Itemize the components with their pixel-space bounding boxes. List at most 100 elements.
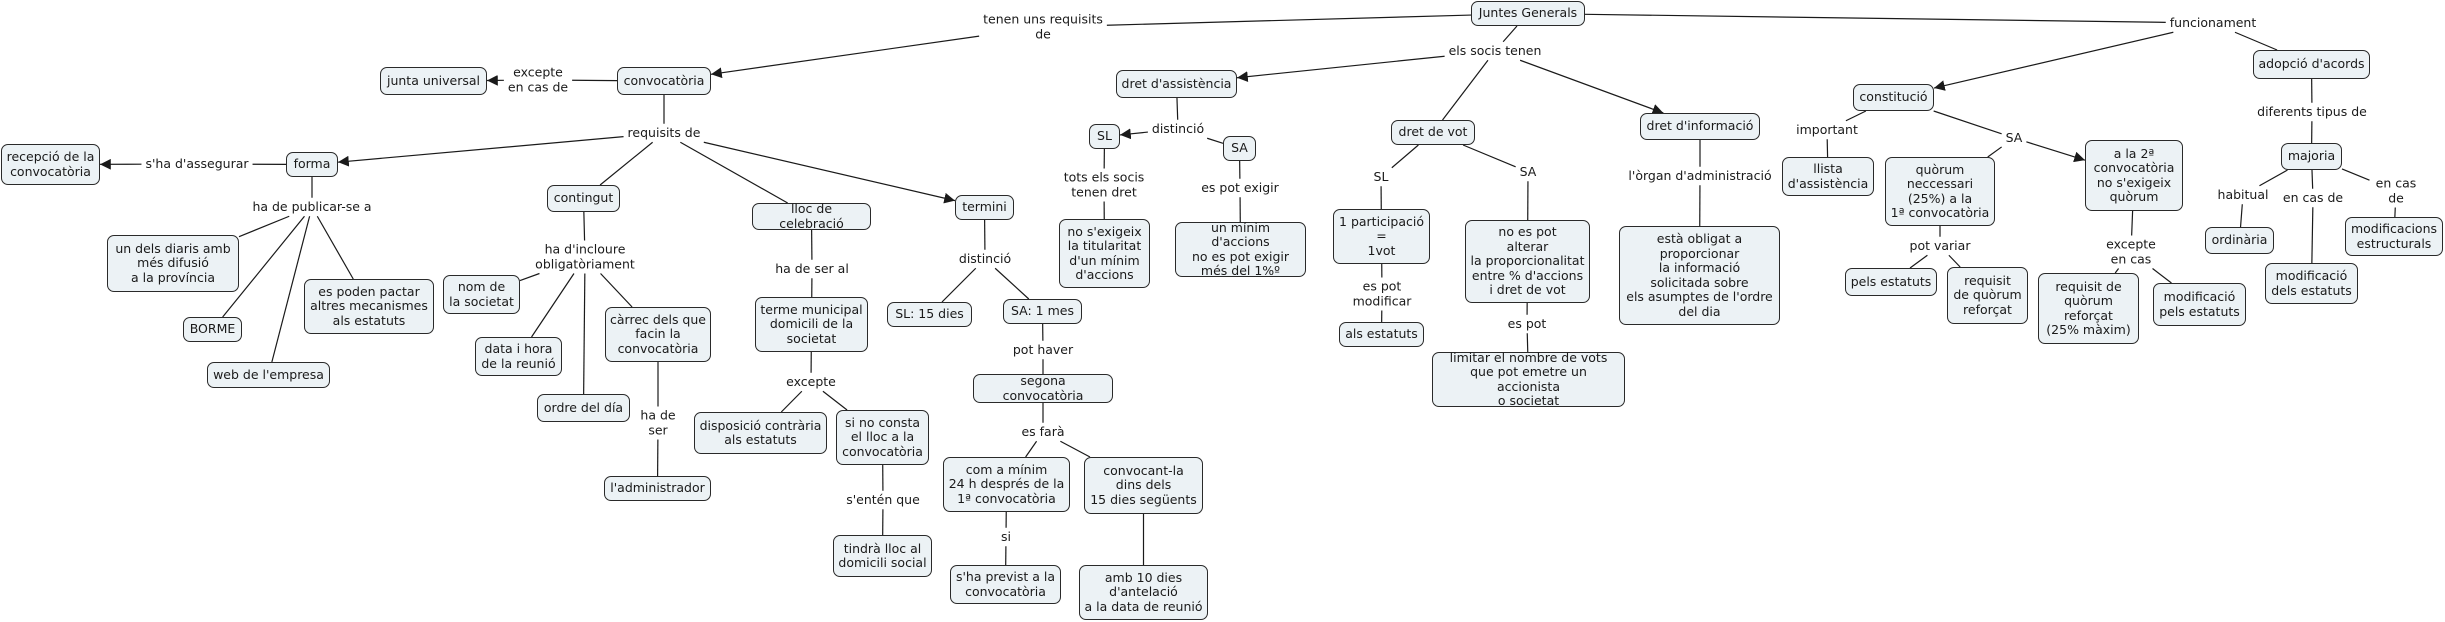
- link-line-l_excepte_cas-to-reforcat25: [2114, 268, 2120, 274]
- concept-node-junta-universal[interactable]: junta universal: [380, 67, 487, 95]
- link-line-majoria-to-l_encas2: [2341, 168, 2370, 181]
- link-label-l-excepte2: excepte: [784, 373, 838, 390]
- link-label-l-important: important: [1794, 121, 1860, 138]
- link-line-constitucio-to-l_important: [1845, 110, 1867, 122]
- link-label-l-assegurar: s'ha d'assegurar: [143, 155, 251, 172]
- concept-node-acords[interactable]: adopció d'acords: [2253, 50, 2370, 79]
- concept-node-minim24[interactable]: com a mínim 24 h després de la 1ª convoc…: [943, 457, 1070, 512]
- concept-node-vot[interactable]: dret de vot: [1391, 120, 1475, 145]
- concept-node-ordinaria[interactable]: ordinària: [2205, 227, 2274, 254]
- concept-node-carrec[interactable]: càrrec dels que facin la convocatòria: [605, 307, 711, 362]
- link-line-l_distincio_a-to-sa_node: [1206, 137, 1224, 144]
- link-line-l_incloure-to-ordre: [583, 273, 586, 395]
- concept-node-termini[interactable]: termini: [955, 195, 1014, 220]
- link-label-l-enten: s'entén que: [844, 491, 922, 508]
- link-label-l-pot-haver: pot haver: [1010, 341, 1076, 358]
- concept-node-quorum[interactable]: quòrum neccessari (25%) a la 1ª convocat…: [1885, 157, 1995, 226]
- concept-node-amb10[interactable]: amb 10 dies d'antelació a la data de reu…: [1079, 565, 1208, 620]
- link-line-l_habitual-to-ordinaria: [2239, 204, 2243, 228]
- link-label-l-fara: es farà: [1019, 423, 1067, 440]
- link-line-assistencia-to-l_distincio_a: [1176, 97, 1179, 120]
- link-label-l-encas2: en cas de: [2371, 176, 2421, 206]
- concept-node-recepcio[interactable]: recepció de la convocatòria: [1, 144, 100, 185]
- link-label-l-distincio-t: distinció: [956, 250, 1014, 267]
- concept-node-ordre[interactable]: ordre del día: [537, 394, 630, 422]
- link-label-l-socis: els socis tenen: [1446, 42, 1544, 59]
- link-label-l-habitual: habitual: [2215, 186, 2271, 203]
- concept-node-disposicio[interactable]: disposició contrària als estatuts: [694, 412, 827, 454]
- concept-node-diaris[interactable]: un dels diaris amb més difusió a la prov…: [107, 235, 239, 292]
- concept-node-reforcat25[interactable]: requisit de quòrum reforçat (25% màxim): [2038, 273, 2139, 344]
- concept-node-nom[interactable]: nom de la societat: [443, 275, 520, 314]
- link-label-l-si: si: [999, 528, 1013, 545]
- concept-node-majoria[interactable]: majoria: [2281, 143, 2342, 170]
- link-label-l-modificar: es pot modificar: [1350, 278, 1414, 309]
- link-label-l-sl: SL: [1371, 168, 1391, 185]
- concept-node-mod-pels[interactable]: modificació pels estatuts: [2153, 283, 2246, 326]
- concept-node-als-estatuts[interactable]: als estatuts: [1339, 322, 1424, 347]
- concept-node-si-no-consta[interactable]: si no consta el lloc a la convocatòria: [836, 410, 929, 465]
- link-line-l_excepte2-to-disposicio: [780, 390, 803, 413]
- link-label-l-funcionament: funcionament: [2167, 14, 2259, 31]
- link-line-l_requisits_de-to-termini: [703, 141, 956, 204]
- link-line-l_distincio_t-to-sa1: [994, 267, 1030, 300]
- link-line-segona2-to-l_excepte_cas: [2131, 210, 2134, 236]
- concept-node-convocatoria[interactable]: convocatòria: [617, 67, 711, 95]
- concept-node-borme[interactable]: BORME: [183, 317, 242, 342]
- concept-node-constitucio[interactable]: constitució: [1853, 84, 1934, 111]
- concept-node-assistencia[interactable]: dret d'assistència: [1116, 70, 1237, 98]
- concept-node-minim-accions[interactable]: un mínim d'accions no es pot exigir més …: [1175, 220, 1306, 278]
- link-line-vot-to-l_sa: [1462, 144, 1516, 168]
- link-line-l_variar-to-pels_estatuts: [1909, 254, 1928, 269]
- concept-node-limitar[interactable]: limitar el nombre de vots que pot emetre…: [1432, 350, 1625, 408]
- concept-node-previst[interactable]: s'ha previst a la convocatòria: [950, 565, 1061, 604]
- link-label-l-ser-al: ha de ser al: [773, 260, 851, 277]
- concept-node-pels-estatuts[interactable]: pels estatuts: [1845, 268, 1937, 296]
- link-line-l_requisits_de-to-lloc: [680, 141, 788, 204]
- concept-node-forma[interactable]: forma: [286, 152, 338, 177]
- link-line-l_encas1-to-mod_dels: [2311, 207, 2314, 264]
- concept-node-sl-node[interactable]: SL: [1089, 124, 1120, 149]
- concept-node-mod-dels[interactable]: modificació dels estatuts: [2265, 263, 2358, 304]
- concept-node-web[interactable]: web de l'empresa: [207, 362, 330, 388]
- link-line-juntes-to-l_requisits: [1106, 14, 1472, 26]
- concept-node-no-sexigeix[interactable]: no s'exigeix la titularitat d'un mínim d…: [1059, 219, 1150, 288]
- concept-node-sl15[interactable]: SL: 15 dies: [887, 302, 972, 327]
- link-label-l-distincio-a: distinció: [1149, 120, 1207, 137]
- link-label-l-tots: tots els socis tenen dret: [1061, 169, 1147, 200]
- link-line-l_publicar-to-pactar: [316, 215, 354, 280]
- concept-node-juntes[interactable]: Juntes Generals: [1471, 1, 1585, 26]
- concept-node-pactar[interactable]: es poden pactar altres mecanismes als es…: [304, 279, 434, 334]
- link-line-l_socis-to-vot: [1442, 59, 1489, 121]
- concept-node-reforcat[interactable]: requisit de quòrum reforçat: [1947, 267, 2028, 324]
- concept-node-informacio[interactable]: dret d'informació: [1640, 113, 1760, 140]
- link-label-l-sa: SA: [1517, 163, 1539, 180]
- link-label-l-tipus: diferents tipus de: [2255, 103, 2369, 120]
- concept-node-data[interactable]: data i hora de la reunió: [475, 337, 562, 376]
- concept-node-obligat[interactable]: està obligat a proporcionar la informaci…: [1619, 226, 1780, 325]
- link-line-l_incloure-to-nom: [519, 272, 540, 282]
- link-line-l_sa_const-to-segona2: [2026, 141, 2086, 163]
- link-line-l_funcionament-to-constitucio: [1933, 31, 2174, 91]
- link-line-l_publicar-to-diaris: [238, 215, 290, 238]
- concept-node-segona[interactable]: segona convocatòria: [973, 373, 1113, 403]
- concept-node-sa1[interactable]: SA: 1 mes: [1003, 299, 1082, 324]
- concept-node-lloc[interactable]: lloc de celebració: [752, 201, 871, 230]
- link-line-constitucio-to-l_sa_const: [1933, 110, 2002, 135]
- concept-node-terme[interactable]: terme municipal domicili de la societat: [755, 297, 868, 352]
- concept-node-administrador[interactable]: l'administrador: [604, 476, 711, 501]
- concept-node-participacio[interactable]: 1 participació = 1vot: [1333, 209, 1430, 264]
- link-line-l_variar-to-reforcat: [1948, 254, 1961, 268]
- concept-node-sa-node[interactable]: SA: [1223, 136, 1256, 161]
- link-line-l_fara-to-convocant: [1060, 440, 1091, 458]
- concept-node-contingut[interactable]: contingut: [547, 185, 620, 212]
- concept-node-estructurals[interactable]: modificacions estructurals: [2345, 217, 2443, 256]
- concept-node-segona2[interactable]: a la 2ª convocatòria no s'exigeix quòrum: [2085, 140, 2183, 211]
- concept-node-llista[interactable]: llista d'assistència: [1782, 157, 1874, 196]
- link-line-l_requisits-to-convocatoria: [710, 35, 980, 79]
- concept-node-alterar[interactable]: no es pot alterar la proporcionalitat en…: [1465, 220, 1590, 303]
- link-label-l-sa-const: SA: [2003, 129, 2025, 146]
- link-line-l_requisits_de-to-forma: [337, 136, 624, 167]
- concept-node-convocant[interactable]: convocant-la dins dels 15 dies següents: [1084, 457, 1203, 514]
- concept-node-tindra[interactable]: tindrà lloc al domicili social: [833, 535, 932, 577]
